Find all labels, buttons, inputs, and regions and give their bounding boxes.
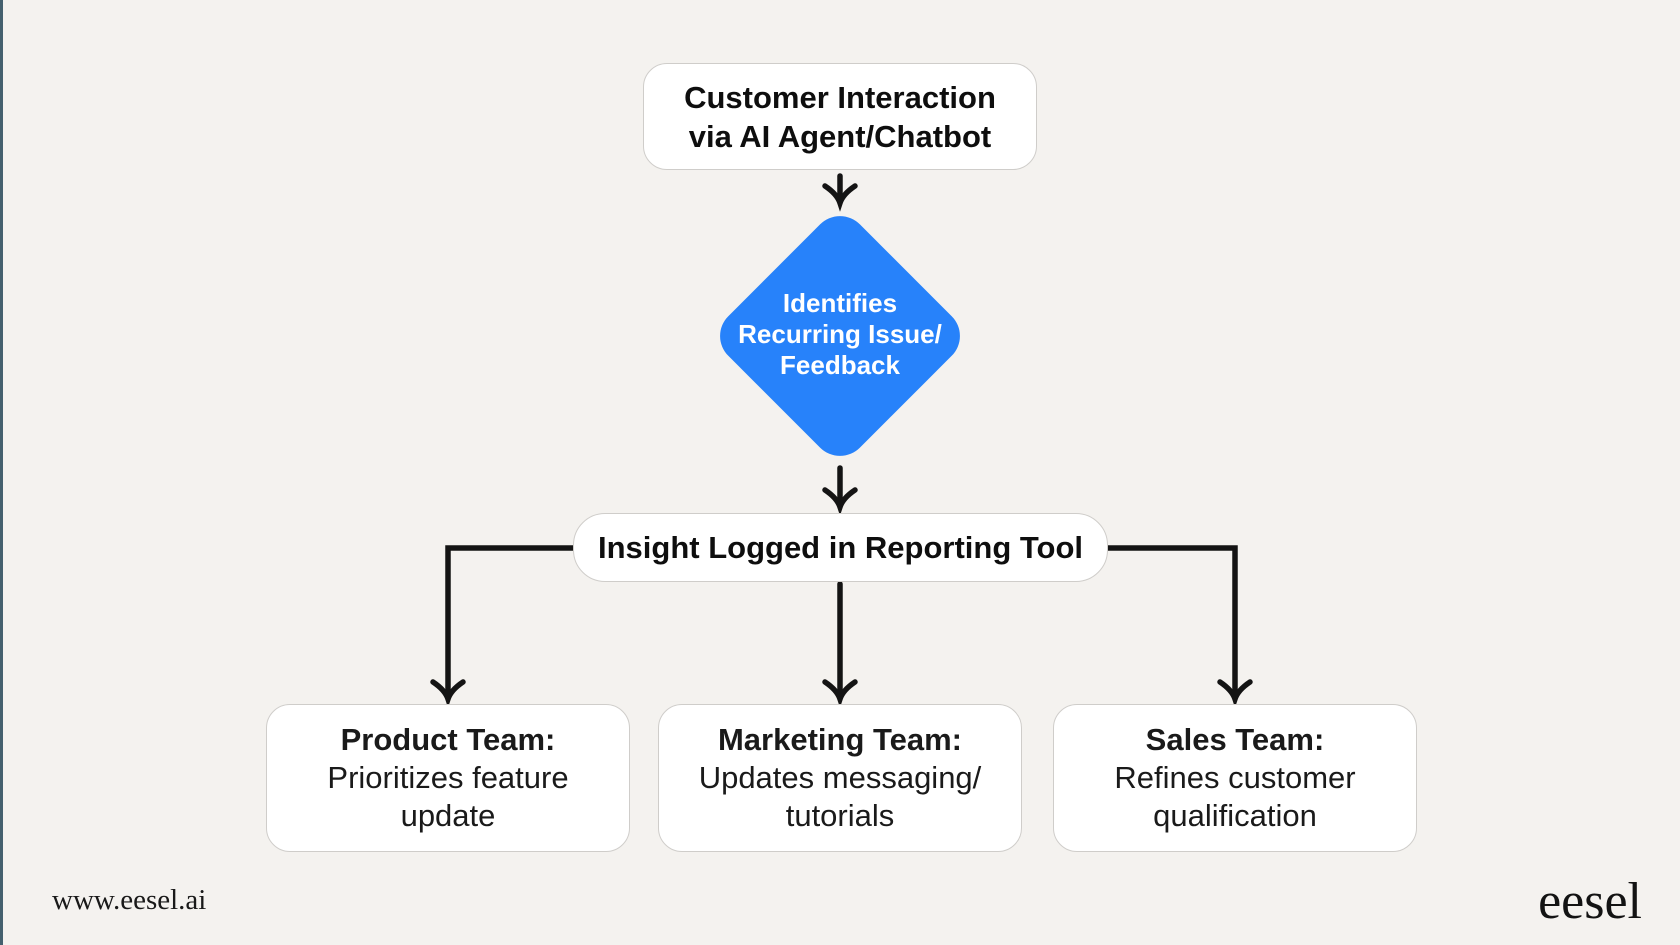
node-customer-interaction-line2: via AI Agent/Chatbot	[688, 118, 992, 154]
arrow-insight-to-sales	[1105, 545, 1253, 708]
node-customer-interaction: Customer Interaction via AI Agent/Chatbo…	[643, 63, 1037, 170]
node-product-team-line1: Prioritizes feature	[327, 760, 569, 795]
decision-diamond-line3: Feedback	[780, 350, 900, 380]
node-insight-logged: Insight Logged in Reporting Tool	[573, 513, 1108, 582]
left-edge-accent-line	[0, 0, 3, 945]
node-sales-team-line2: qualification	[1153, 798, 1317, 833]
node-sales-team-line1: Refines customer	[1114, 760, 1356, 795]
node-marketing-team-line1: Updates messaging/	[698, 760, 982, 795]
node-marketing-team: Marketing Team: Updates messaging/ tutor…	[658, 704, 1022, 852]
arrow-insight-to-marketing	[822, 581, 858, 708]
node-product-team-title: Product Team:	[340, 722, 556, 757]
node-marketing-team-title: Marketing Team:	[717, 722, 963, 757]
decision-diamond-line1: Identifies	[782, 288, 898, 318]
node-product-team: Product Team: Prioritizes feature update	[266, 704, 630, 852]
node-marketing-team-line2: tutorials	[785, 798, 895, 833]
node-insight-logged-label: Insight Logged in Reporting Tool	[597, 529, 1083, 565]
node-customer-interaction-line1: Customer Interaction	[684, 79, 996, 115]
decision-diamond-label: Identifies Recurring Issue/ Feedback	[690, 288, 990, 381]
node-product-team-line2: update	[400, 798, 496, 833]
arrow-top-to-diamond	[822, 173, 858, 212]
eesel-logo-wordmark: eesel	[1538, 873, 1642, 930]
node-sales-team: Sales Team: Refines customer qualificati…	[1053, 704, 1417, 852]
node-sales-team-title: Sales Team:	[1145, 722, 1325, 757]
decision-diamond-line2: Recurring Issue/	[738, 319, 942, 349]
arrow-insight-to-product	[430, 545, 576, 708]
website-url-text: www.eesel.ai	[52, 884, 207, 916]
arrow-diamond-to-insight	[822, 465, 858, 516]
